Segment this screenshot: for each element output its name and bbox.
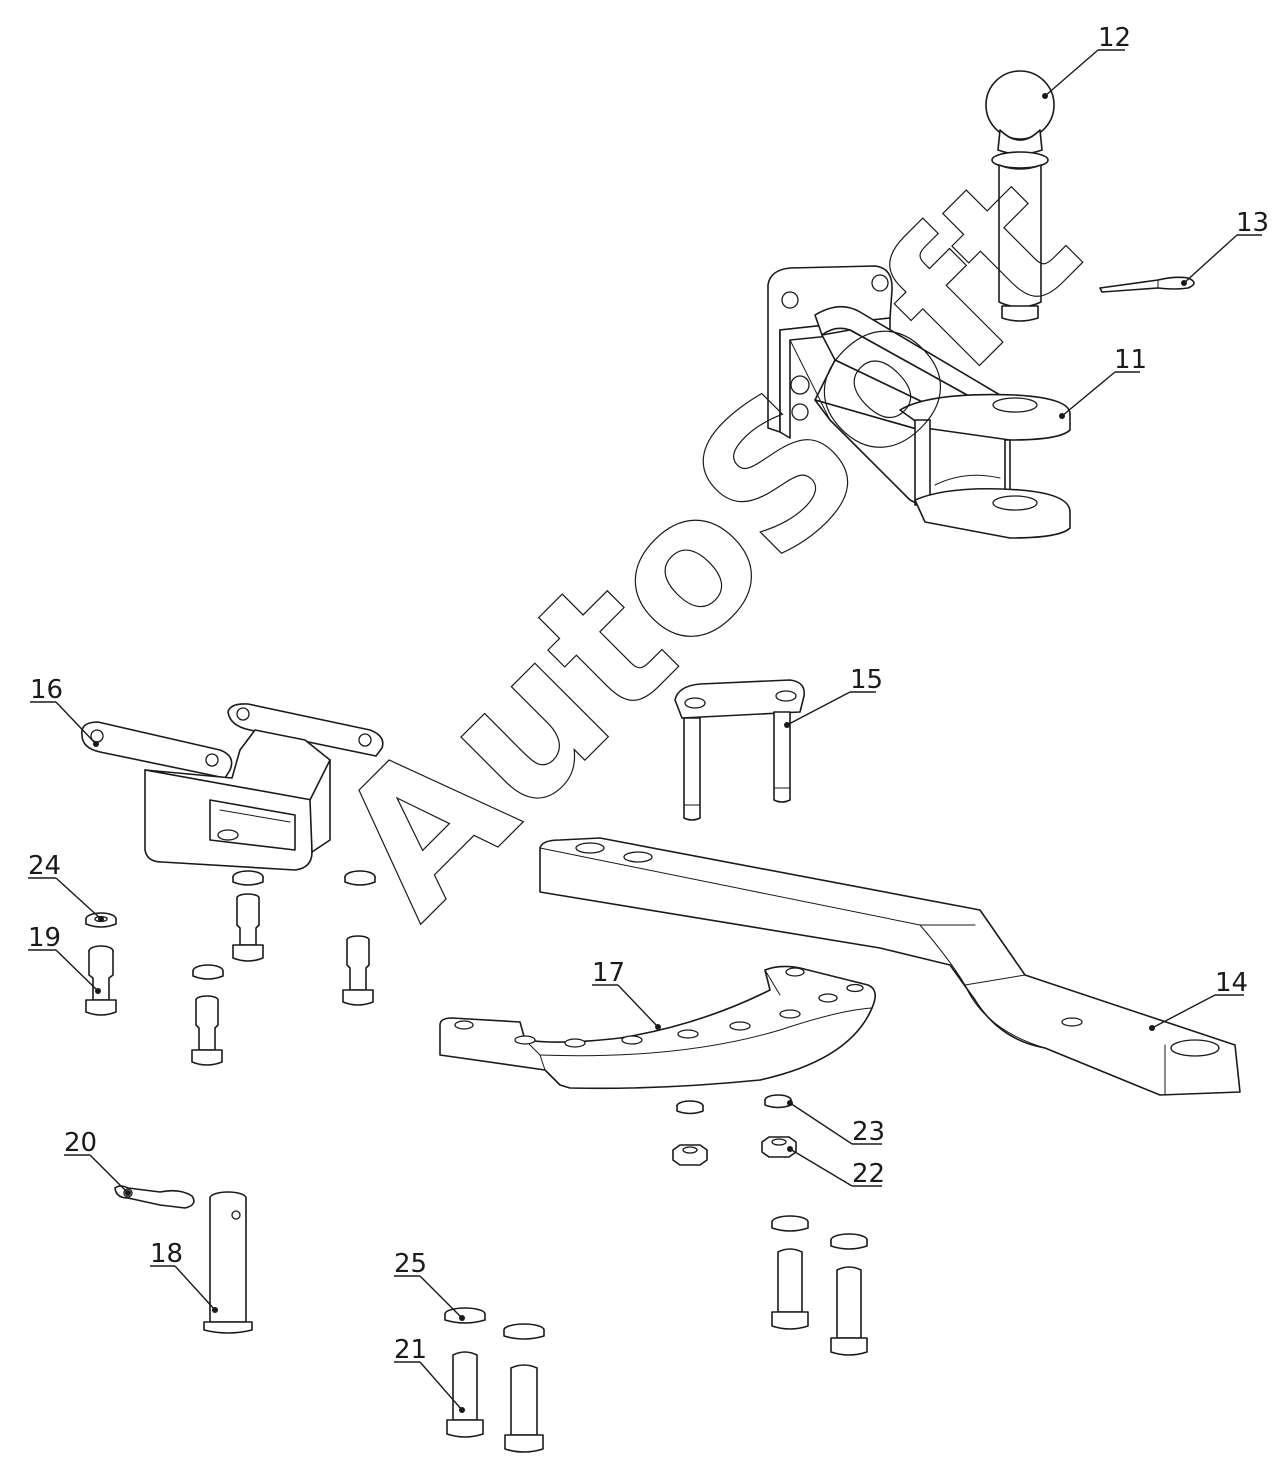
callout-label-17: 17	[592, 958, 625, 988]
part-23-washer[interactable]	[676, 1094, 792, 1115]
callout-21: 21	[394, 1335, 465, 1413]
callout-label-14: 14	[1215, 968, 1248, 998]
watermark-text: AutoSoft	[296, 133, 1120, 957]
part-12-tow-ball[interactable]	[985, 70, 1055, 322]
part-19-stepped-bolt[interactable]	[85, 945, 117, 1016]
part-21-bolt[interactable]	[446, 1351, 544, 1453]
callout-label-22: 22	[852, 1159, 885, 1189]
callout-label-18: 18	[150, 1239, 183, 1269]
part-17-curved-crossbar[interactable]	[439, 965, 876, 1090]
callout-22: 22	[787, 1146, 885, 1189]
callout-label-23: 23	[852, 1117, 885, 1147]
callout-16: 16	[30, 675, 99, 747]
part-13-spring-clip[interactable]	[1099, 276, 1195, 293]
callout-19: 19	[28, 923, 101, 994]
part-25-washer[interactable]	[444, 1307, 545, 1340]
callout-11: 11	[1059, 345, 1147, 419]
callout-label-16: 16	[30, 675, 63, 705]
callout-label-21: 21	[394, 1335, 427, 1365]
callout-label-24: 24	[28, 851, 61, 881]
callout-label-20: 20	[64, 1128, 97, 1158]
callout-12: 12	[1042, 23, 1131, 99]
callout-20: 20	[64, 1128, 131, 1196]
part-15-u-bolt[interactable]	[674, 679, 806, 821]
stepped-bolt-b[interactable]	[342, 870, 376, 1006]
callout-13: 13	[1181, 208, 1269, 286]
callout-25: 25	[394, 1249, 465, 1321]
part-22-nut[interactable]	[672, 1136, 797, 1166]
callout-24: 24	[28, 851, 104, 922]
bolt-pair-right[interactable]	[771, 1215, 868, 1356]
callout-label-19: 19	[28, 923, 61, 953]
part-16-hitch-bracket[interactable]	[81, 703, 384, 871]
part-11-coupling-bracket[interactable]	[767, 265, 1071, 539]
part-18-pin[interactable]	[203, 1191, 253, 1334]
callout-label-13: 13	[1236, 208, 1269, 238]
callout-label-15: 15	[850, 665, 883, 695]
part-14-drawbar[interactable]	[539, 837, 1241, 1096]
callout-label-12: 12	[1098, 23, 1131, 53]
stepped-bolt-a[interactable]	[232, 870, 264, 962]
callout-23: 23	[787, 1100, 885, 1147]
part-20-r-clip[interactable]	[114, 1185, 195, 1209]
callout-17: 17	[592, 958, 661, 1030]
callout-14: 14	[1149, 968, 1248, 1031]
callout-label-25: 25	[394, 1249, 427, 1279]
callout-18: 18	[150, 1239, 218, 1313]
stepped-bolt-c[interactable]	[191, 964, 224, 1066]
callout-15: 15	[784, 665, 883, 728]
callout-label-11: 11	[1114, 345, 1147, 375]
